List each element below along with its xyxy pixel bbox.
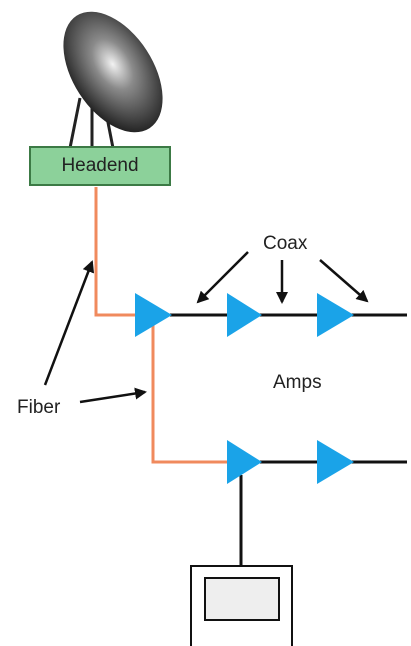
fiber-line-branch [151, 325, 232, 464]
fiber-lines [94, 187, 232, 464]
amps-label: Amps [273, 372, 322, 393]
coax-lines [170, 313, 407, 566]
fiber-arrows [43, 260, 147, 404]
amplifiers [135, 293, 354, 484]
coax-arrow-right [319, 259, 369, 303]
amplifier-icon [317, 293, 354, 337]
coax-label: Coax [263, 233, 308, 254]
coax-arrows [196, 251, 369, 304]
satellite-dish-icon [63, 11, 163, 149]
amplifier-icon [227, 293, 262, 337]
amplifier-icon [227, 440, 262, 484]
fiber-label: Fiber [17, 397, 61, 418]
fiber-line-trunk [94, 187, 140, 317]
fiber-arrow-lower [79, 387, 147, 404]
headend-box [29, 146, 171, 186]
fiber-arrow-upper [43, 260, 95, 386]
coax-arrow-left [196, 251, 249, 304]
amplifier-icon [135, 293, 172, 337]
headend-label: Headend [61, 155, 139, 176]
amplifier-icon [317, 440, 354, 484]
terminal-box-icon [190, 565, 293, 646]
